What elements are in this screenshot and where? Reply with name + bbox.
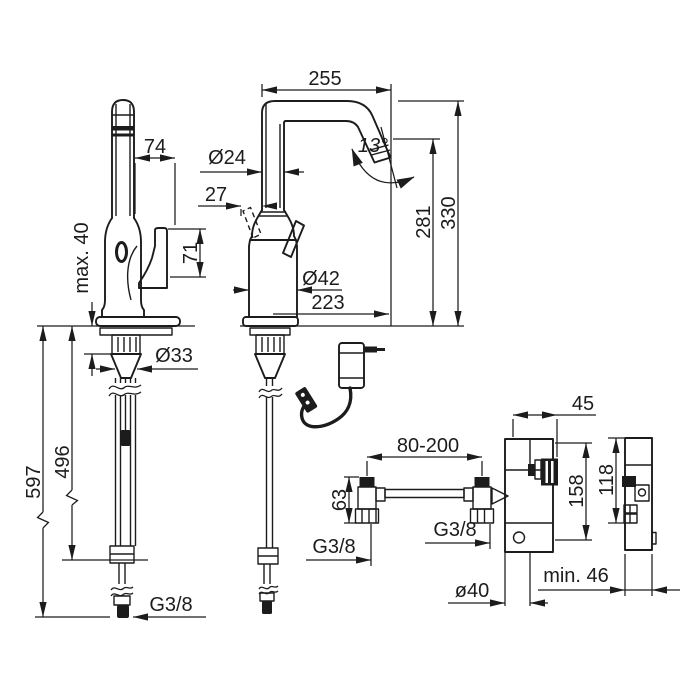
valve-unit-front-view	[504, 438, 558, 606]
front-handle-lever	[282, 220, 305, 258]
valve-unit-side-view	[622, 437, 657, 551]
check-valve-cone	[491, 487, 509, 505]
inlet-pipe-assembly	[354, 477, 509, 524]
valve-unit-dimensions: 45 158 118 min. 46 ø40	[448, 393, 680, 607]
faucet-handle	[138, 227, 168, 289]
left-fitting-cap	[359, 477, 375, 487]
dim-body-diameter: Ø42	[302, 268, 340, 290]
dim-unit-side-height: 118	[596, 464, 618, 496]
dim-handle-offset: 27	[205, 184, 227, 206]
valve-knob	[541, 458, 558, 486]
dim-spout-tube-diameter: Ø24	[208, 147, 246, 169]
dim-supply-length-full: 597	[23, 465, 45, 498]
label-pipe-thread: G3/8	[312, 536, 355, 558]
cable-connector	[295, 387, 318, 413]
valve-knob-side	[622, 476, 636, 487]
sensor-window	[115, 241, 128, 263]
dim-outlet-height: 281	[413, 205, 435, 238]
dim-max-deck-thickness: max. 40	[71, 222, 93, 293]
dim-min-clearance: min. 46	[543, 565, 609, 587]
adapter-cable	[299, 386, 353, 429]
dim-valve-knob-offset: 45	[572, 393, 594, 415]
mounting-hole	[512, 531, 526, 544]
sensor-cable-plug	[121, 430, 130, 446]
dim-shank-diameter: Ø33	[155, 345, 193, 367]
dim-outlet-angle: 13°	[358, 135, 388, 157]
right-fitting-cap	[474, 477, 490, 487]
dim-reach-at-outlet: 223	[311, 292, 344, 314]
hose-end-fitting	[117, 605, 129, 618]
dim-handle-height: 71	[180, 242, 202, 264]
dim-fitting-height: 63	[329, 489, 351, 511]
dim-supply-length: 496	[52, 445, 74, 478]
front-base-plate	[242, 316, 299, 327]
dim-unit-height: 158	[566, 474, 588, 507]
connection-pipe	[384, 488, 465, 499]
label-inlet-thread: G3/8	[433, 519, 476, 541]
left-faucet-dimensions: 74 71 max. 40 Ø33 597 496 G3/8	[23, 136, 206, 621]
plug-pin	[377, 348, 385, 351]
plug-blade	[364, 346, 377, 353]
pipe-assembly-dimensions: 80-200 63 G3/8 G3/8	[306, 435, 491, 566]
front-faucet-dimensions: 255 Ø24 27 13° 281 330 Ø42 223	[198, 68, 464, 327]
dim-inlet-pipe-range: 80-200	[397, 435, 459, 457]
dim-handle-reach: 74	[144, 136, 166, 158]
dim-spout-reach: 255	[308, 68, 341, 90]
side-tab	[651, 531, 657, 545]
front-handle-lever-alt	[242, 206, 262, 239]
base-plate	[95, 316, 181, 327]
front-faucet-view	[242, 100, 392, 614]
power-adapter	[295, 342, 385, 429]
dim-total-height: 330	[438, 196, 460, 229]
label-bottom-thread: G3/8	[149, 594, 192, 616]
dim-deck-hole-diameter: ø40	[455, 580, 489, 602]
